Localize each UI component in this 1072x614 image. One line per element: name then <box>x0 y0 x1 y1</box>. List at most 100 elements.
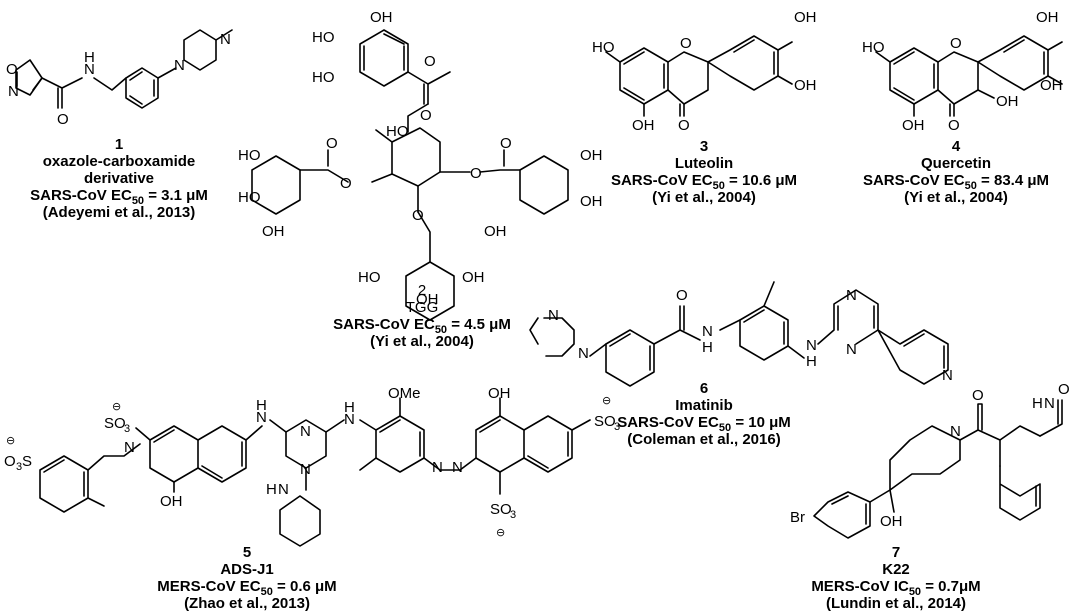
atom-label-br: Br <box>790 509 805 526</box>
assay-value: SARS-CoV EC50 = 10 μM <box>617 414 791 434</box>
atom-label-nh: N <box>256 409 267 426</box>
atom-label-n: N <box>846 341 857 358</box>
ho-label: HO <box>312 29 335 46</box>
charge-minus: ⊖ <box>6 435 15 447</box>
atom-label-o2: O <box>57 111 69 128</box>
atom-label-h: H <box>702 339 713 356</box>
atom-label-nh: N <box>344 411 355 428</box>
ho-label: HO <box>358 269 381 286</box>
atom-label-n: N <box>452 459 463 476</box>
atom-label-o1: O <box>6 61 18 78</box>
oh-label: OH <box>902 117 925 134</box>
atom-label-nh: N <box>702 323 713 340</box>
charge-minus: ⊖ <box>602 395 611 407</box>
caption-compound-1: 1 oxazole-carboxamide derivative SARS-Co… <box>0 136 238 221</box>
reference: (Zhao et al., 2013) <box>184 595 310 612</box>
compound-number: 1 <box>114 136 124 153</box>
ho-label: HO <box>386 123 409 140</box>
atom-label-n: N <box>300 461 311 478</box>
atom-label-o: O <box>948 117 960 134</box>
compound-name: Quercetin <box>920 155 992 172</box>
assay-value: MERS-CoV EC50 = 0.6 μM <box>157 578 337 598</box>
compound-name: ADS-J1 <box>220 561 274 578</box>
reference: (Yi et al., 2004) <box>370 333 474 350</box>
structure-compound-4: HO O O OH OH OH OH <box>862 9 1063 134</box>
atom-label-o: O <box>1058 381 1070 398</box>
assay-value: SARS-CoV EC50 = 10.6 μM <box>610 172 798 192</box>
atom-label-o: O <box>326 135 338 152</box>
atom-label-o: O <box>676 287 688 304</box>
atom-label-o3s: O <box>4 453 16 470</box>
atom-label-n: N <box>846 287 857 304</box>
atom-label-h: H <box>256 397 267 414</box>
atom-label-nh: N <box>84 61 95 78</box>
assay-value: SARS-CoV EC50 = 3.1 μM <box>30 187 208 207</box>
subscript-3: 3 <box>614 421 620 433</box>
atom-label-n: N <box>124 439 135 456</box>
atom-label-n2: N <box>174 57 185 74</box>
reference: (Coleman et al., 2016) <box>627 431 781 448</box>
compound-number: 3 <box>699 138 709 155</box>
compound-number: 7 <box>891 544 901 561</box>
compound-name-line2: derivative <box>83 170 155 187</box>
oh-label: OH <box>580 193 603 210</box>
atom-label-n3: N <box>220 31 231 48</box>
oh-label: OH <box>462 269 485 286</box>
atom-label-s: S <box>22 453 32 470</box>
caption-compound-4: 4 Quercetin SARS-CoV EC50 = 83.4 μM (Yi … <box>840 138 1072 206</box>
charge-minus: ⊖ <box>496 527 505 539</box>
oh-label: OH <box>262 223 285 240</box>
structure-compound-5: O 3 S ⊖ N SO 3 ⊖ OH N H N N N H H N OMe … <box>4 385 620 547</box>
reference: (Yi et al., 2004) <box>652 189 756 206</box>
atom-label-h: H <box>806 353 817 370</box>
atom-label-so3: SO <box>104 415 126 432</box>
compound-name: Imatinib <box>675 397 733 414</box>
atom-label-o: O <box>340 175 352 192</box>
oh-label: OH <box>416 291 439 308</box>
reference: (Adeyemi et al., 2013) <box>42 204 196 221</box>
ho-label: HO <box>862 39 885 56</box>
oh-label: OH <box>484 223 507 240</box>
reference: (Yi et al., 2004) <box>904 189 1008 206</box>
structure-compound-2: OH HO HO O O HO O O O O O HO HO OH OH OH… <box>238 9 603 321</box>
oh-label: OH <box>1036 9 1059 26</box>
compound-number: 2 <box>417 282 427 299</box>
subscript-3: 3 <box>16 461 22 473</box>
atom-label-ome: OMe <box>388 385 421 402</box>
atom-label-o: O <box>470 165 482 182</box>
assay-value: SARS-CoV EC50 = 83.4 μM <box>862 172 1050 192</box>
atom-label-nh: N <box>806 337 817 354</box>
atom-label-so3: SO <box>594 413 616 430</box>
atom-label-n: N <box>942 367 953 384</box>
oh-label: OH <box>580 147 603 164</box>
oh-label: OH <box>488 385 511 402</box>
compound-name: Luteolin <box>674 155 734 172</box>
atom-label-o: O <box>950 35 962 52</box>
caption-compound-3: 3 Luteolin SARS-CoV EC50 = 10.6 μM (Yi e… <box>586 138 822 206</box>
ho-label: HO <box>312 69 335 86</box>
compound-name: oxazole-carboxamide <box>42 153 196 170</box>
atom-label-o: O <box>412 207 424 224</box>
caption-compound-2: 2 TGG SARS-CoV EC50 = 4.5 μM (Yi et al.,… <box>306 282 538 350</box>
atom-label-n: N <box>278 481 289 498</box>
atom-label-o: O <box>424 53 436 70</box>
atom-label-o: O <box>972 387 984 404</box>
compound-name: K22 <box>882 561 910 578</box>
atom-label-o: O <box>500 135 512 152</box>
oh-label: OH <box>1040 77 1063 94</box>
oh-label: OH <box>794 9 817 26</box>
atom-label-hn: H <box>266 481 277 498</box>
atom-label-h: H <box>84 49 95 66</box>
assay-value: SARS-CoV EC50 = 4.5 μM <box>333 316 511 336</box>
atom-label-n: N <box>950 423 961 440</box>
caption-compound-7: 7 K22 MERS-CoV IC50 = 0.7μM (Lundin et a… <box>790 544 1002 612</box>
atom-label-n: N <box>432 459 443 476</box>
structure-compound-1: O N O N H N N <box>6 29 233 128</box>
structure-compound-7: Br OH N O H N O <box>790 381 1070 539</box>
atom-label-h: H <box>344 399 355 416</box>
oh-label: OH <box>794 77 817 94</box>
oh-label: OH <box>880 513 903 530</box>
compound-number: 5 <box>242 544 252 561</box>
atom-label-n1: N <box>8 83 19 100</box>
